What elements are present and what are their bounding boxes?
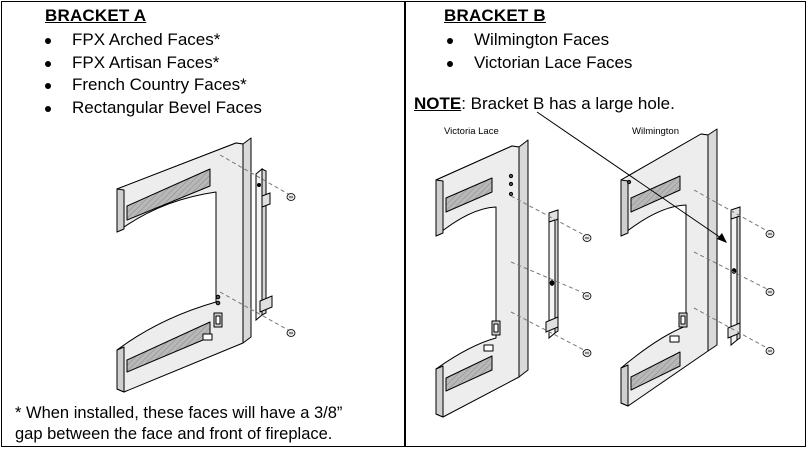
bracket-a-footnote: * When installed, these faces will have … xyxy=(15,403,400,445)
screw-icon xyxy=(286,329,296,337)
bracket-a-face-list: FPX Arched Faces* FPX Artisan Faces* Fre… xyxy=(42,29,262,119)
bracket-a-title: BRACKET A xyxy=(45,6,147,25)
list-item: FPX Arched Faces* xyxy=(42,29,262,52)
screw-icon xyxy=(765,230,775,238)
note-text: : Bracket B has a large hole. xyxy=(461,94,675,113)
screw-icon xyxy=(765,347,775,355)
bracket-b-face-list: Wilmington Faces Victorian Lace Faces xyxy=(444,29,632,74)
screw-icon xyxy=(286,193,296,201)
screw-icon xyxy=(582,292,592,300)
victoria-lace-screws xyxy=(510,195,592,357)
victoria-lace-face-illustration xyxy=(435,139,529,418)
list-item: FPX Artisan Faces* xyxy=(42,52,262,75)
footnote-line: * When installed, these faces will have … xyxy=(15,404,343,422)
bracket-b-title: BRACKET B xyxy=(444,6,546,25)
screw-icon xyxy=(582,234,592,242)
wilmington-screws xyxy=(693,189,775,355)
list-item: French Country Faces* xyxy=(42,74,262,97)
bracket-b-part xyxy=(545,209,559,340)
bracket-b-part xyxy=(727,206,741,347)
screw-icon xyxy=(582,349,592,357)
list-item: Wilmington Faces xyxy=(444,29,632,52)
column-divider xyxy=(404,1,406,447)
wilmington-figure-label: Wilmington xyxy=(632,126,679,137)
note-leader-arrow xyxy=(536,111,727,243)
victoria-lace-figure-label: Victoria Lace xyxy=(444,126,499,137)
note-label: NOTE xyxy=(414,94,462,113)
list-item: Rectangular Bevel Faces xyxy=(42,97,262,120)
wilmington-face-illustration xyxy=(620,128,718,407)
bracket-b-note: NOTE: Bracket B has a large hole. xyxy=(414,94,675,114)
bracket-a-face-illustration xyxy=(116,137,252,393)
list-item: Victorian Lace Faces xyxy=(444,52,632,75)
bracket-a-screws xyxy=(219,154,296,337)
screw-icon xyxy=(765,288,775,296)
bracket-a-part xyxy=(255,167,273,322)
footnote-line: gap between the face and front of firepl… xyxy=(15,425,333,443)
